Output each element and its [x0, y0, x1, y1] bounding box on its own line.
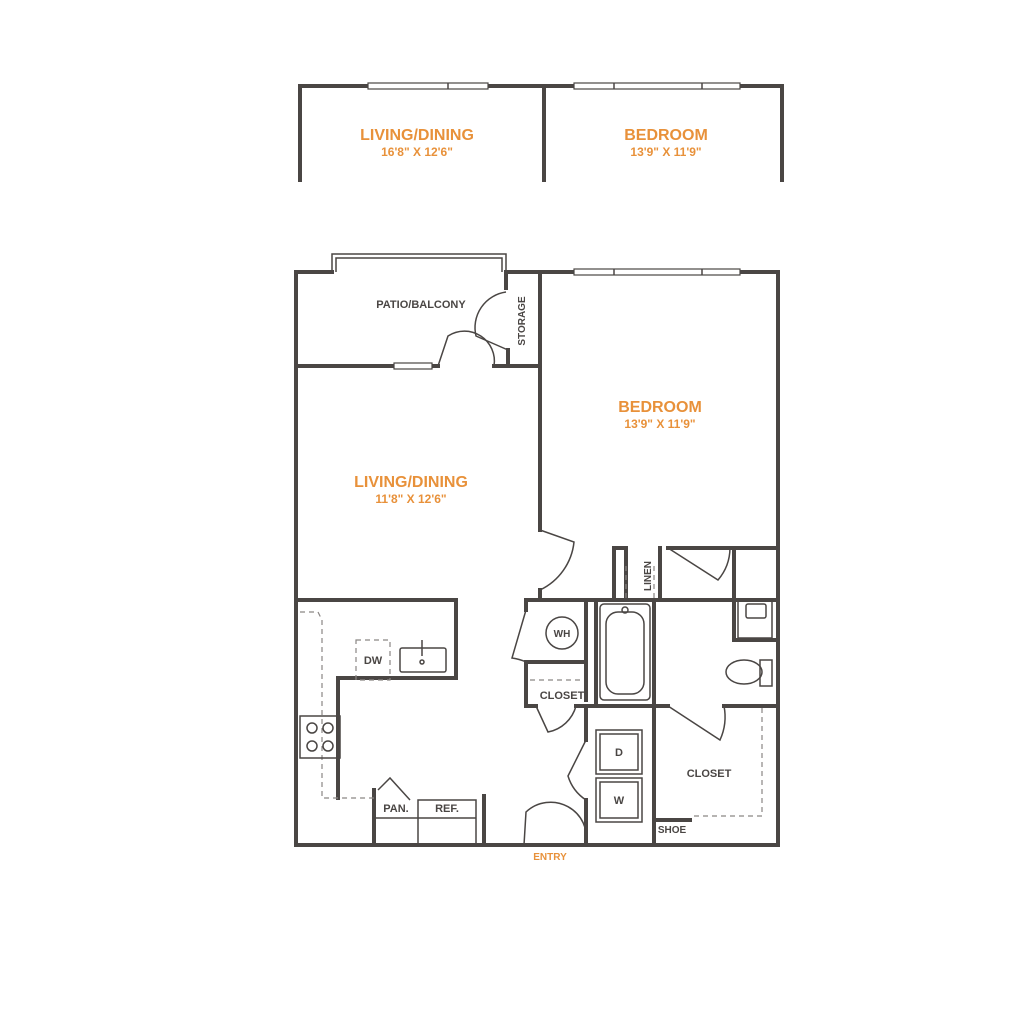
toilet: [725, 659, 763, 685]
doors: [377, 291, 731, 846]
entry-door[interactable]: [523, 801, 588, 846]
dryer-label: D: [615, 747, 623, 759]
bath-sink: [737, 599, 773, 639]
wh-door[interactable]: [511, 609, 527, 663]
bath-door[interactable]: [667, 547, 731, 581]
washer: [595, 777, 643, 823]
wh-label: WH: [554, 629, 571, 640]
closet-main-door[interactable]: [667, 705, 726, 742]
utilities: [530, 616, 643, 823]
dryer: [595, 729, 643, 775]
dw-label: DW: [364, 655, 383, 667]
elevation-strip: LIVING/DINING 16'8" X 12'6" BEDROOM 13'9…: [298, 82, 784, 182]
patio-window: [393, 362, 433, 370]
refrigerator: [417, 799, 477, 845]
strip-bedroom-title: BEDROOM: [624, 127, 708, 144]
strip-living-dims: 16'8" X 12'6": [381, 145, 453, 159]
pantry-door[interactable]: [377, 776, 411, 801]
dishwasher: [355, 639, 391, 681]
water-heater: [545, 616, 579, 650]
bathtub: [599, 603, 651, 701]
kitchen-sink: [399, 647, 447, 673]
bedroom-door[interactable]: [539, 529, 575, 591]
living-title: LIVING/DINING: [354, 474, 468, 491]
stove: [299, 715, 341, 759]
bedroom-title: BEDROOM: [618, 399, 702, 416]
closet-main-label: CLOSET: [687, 768, 732, 780]
closet-door[interactable]: [535, 705, 577, 733]
ref-label: REF.: [435, 803, 459, 815]
storage-label: STORAGE: [517, 296, 528, 346]
linen-label: LINEN: [643, 561, 654, 591]
patio-door[interactable]: [437, 330, 496, 367]
patio-label: PATIO/BALCONY: [376, 299, 466, 311]
strip-living-title: LIVING/DINING: [360, 127, 474, 144]
living-dims: 11'8" X 12'6": [375, 492, 446, 506]
plan-walls: [294, 253, 780, 847]
strip-window-living: [367, 82, 489, 90]
shoe-label: SHOE: [658, 825, 687, 836]
kitchen: [299, 611, 477, 845]
storage-door[interactable]: [474, 291, 509, 351]
washer-label: W: [614, 795, 625, 807]
entry-label: ENTRY: [533, 852, 567, 863]
strip-bedroom-dims: 13'9" X 11'9": [630, 145, 701, 159]
bedroom-window: [573, 268, 741, 276]
strip-window-bedroom: [573, 82, 741, 90]
bedroom-dims: 13'9" X 11'9": [624, 417, 695, 431]
laundry-door[interactable]: [567, 739, 587, 801]
pantry-label: PAN.: [383, 803, 408, 815]
bathroom: [599, 566, 773, 817]
closet-small-label: CLOSET: [540, 690, 585, 702]
windows: [393, 268, 741, 370]
